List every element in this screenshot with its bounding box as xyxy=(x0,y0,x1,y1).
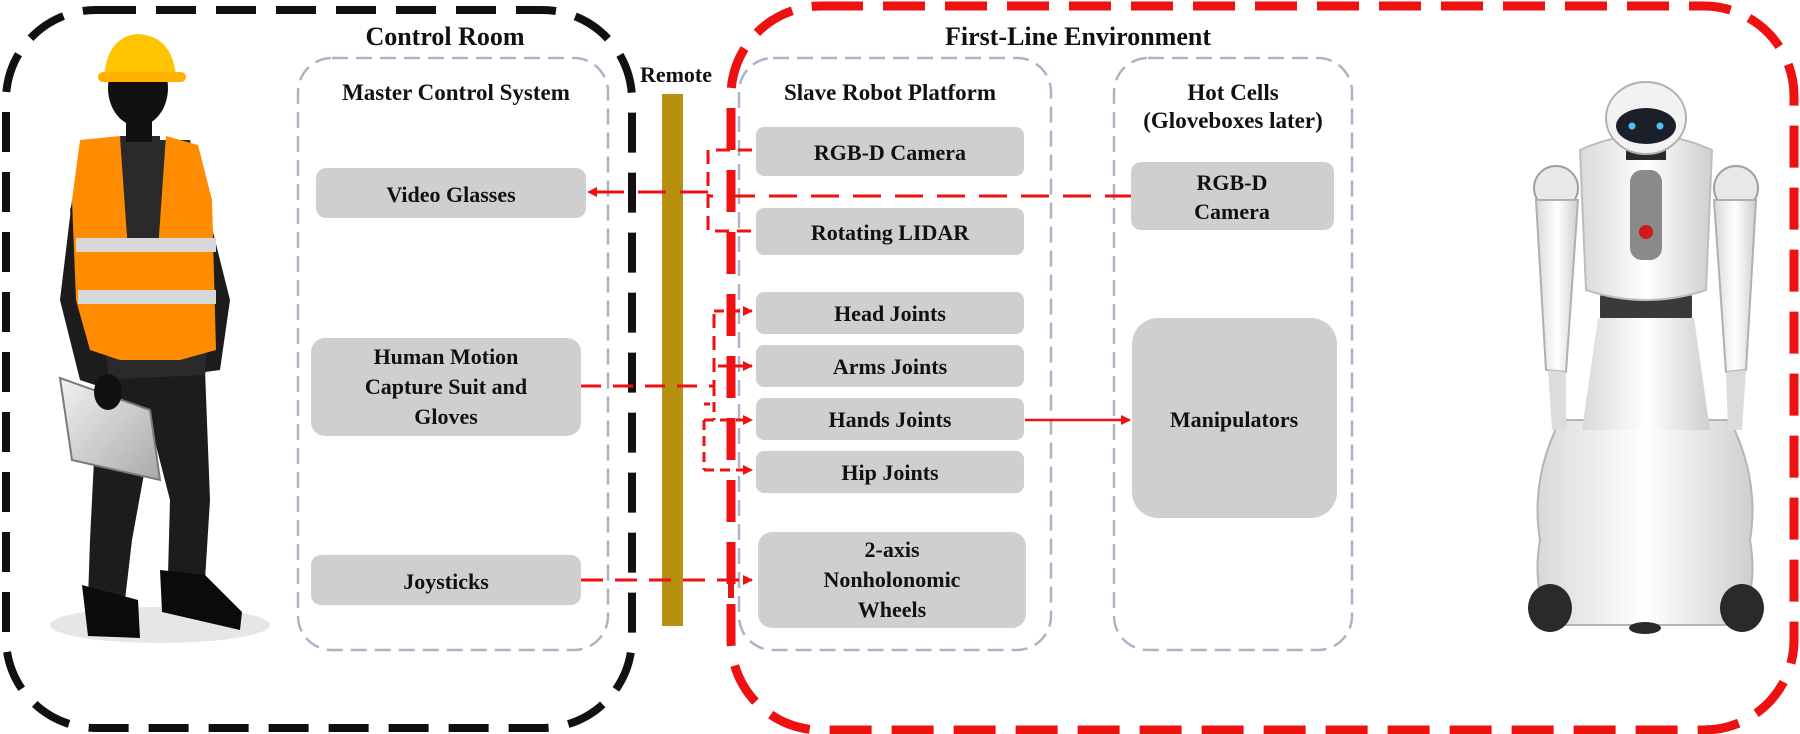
control-room-border xyxy=(2,6,636,732)
video-glasses-node: Video Glasses xyxy=(316,168,586,218)
construction-worker-icon xyxy=(50,34,270,643)
manipulators-node: Manipulators xyxy=(1132,318,1337,518)
hands-joints-label: Hands Joints xyxy=(829,407,952,432)
control-room-region: Control Room xyxy=(2,6,636,732)
head-joints-node: Head Joints xyxy=(756,292,1024,334)
link-sensors-bracket xyxy=(706,148,752,233)
motion-capture-node: Human Motion Capture Suit and Gloves xyxy=(311,338,581,436)
wheels-label-2: Nonholonomic xyxy=(824,567,961,592)
motion-capture-label-2: Capture Suit and xyxy=(365,374,527,399)
rgbd-camera-hot-label-1: RGB-D xyxy=(1197,170,1268,195)
rgbd-camera-hot-node: RGB-D Camera xyxy=(1131,162,1334,230)
control-room-title: Control Room xyxy=(365,22,524,51)
master-control-title: Master Control System xyxy=(342,80,570,105)
video-glasses-label: Video Glasses xyxy=(386,182,516,207)
hot-cells-group xyxy=(1112,56,1354,652)
rgbd-camera-hot-label-2: Camera xyxy=(1194,199,1270,224)
hot-cells-title-line-1: Hot Cells xyxy=(1187,80,1278,105)
rotating-lidar-label: Rotating LIDAR xyxy=(811,220,970,245)
joysticks-node: Joysticks xyxy=(311,555,581,605)
wheels-label-3: Wheels xyxy=(858,597,927,622)
remote-bar xyxy=(662,94,683,626)
hands-joints-node: Hands Joints xyxy=(756,398,1024,440)
joysticks-label: Joysticks xyxy=(403,569,489,594)
first-line-title: First-Line Environment xyxy=(945,22,1211,51)
master-control-group xyxy=(296,56,610,652)
manipulators-label: Manipulators xyxy=(1170,407,1299,432)
arms-joints-label: Arms Joints xyxy=(833,354,948,379)
motion-capture-label-1: Human Motion xyxy=(374,344,519,369)
first-line-border xyxy=(726,1,1799,734)
rgbd-camera-slave-node: RGB-D Camera xyxy=(756,127,1024,176)
wheels-node: 2-axis Nonholonomic Wheels xyxy=(758,532,1026,628)
humanoid-robot-icon xyxy=(1528,81,1764,634)
slave-platform-group xyxy=(737,56,1053,652)
rgbd-camera-slave-label: RGB-D Camera xyxy=(814,140,966,165)
hot-cells-title-line-2: (Gloveboxes later) xyxy=(1143,108,1322,133)
arms-joints-node: Arms Joints xyxy=(756,345,1024,387)
remote-label: Remote xyxy=(640,62,712,87)
head-joints-label: Head Joints xyxy=(834,301,946,326)
rotating-lidar-node: Rotating LIDAR xyxy=(756,208,1024,255)
slave-platform-title: Slave Robot Platform xyxy=(784,80,996,105)
motion-capture-label-3: Gloves xyxy=(414,404,478,429)
hip-joints-label: Hip Joints xyxy=(841,460,939,485)
hip-joints-node: Hip Joints xyxy=(756,451,1024,493)
first-line-region: First-Line Environment xyxy=(726,1,1799,734)
wheels-label-1: 2-axis xyxy=(865,537,920,562)
connector-lines xyxy=(581,148,1133,598)
